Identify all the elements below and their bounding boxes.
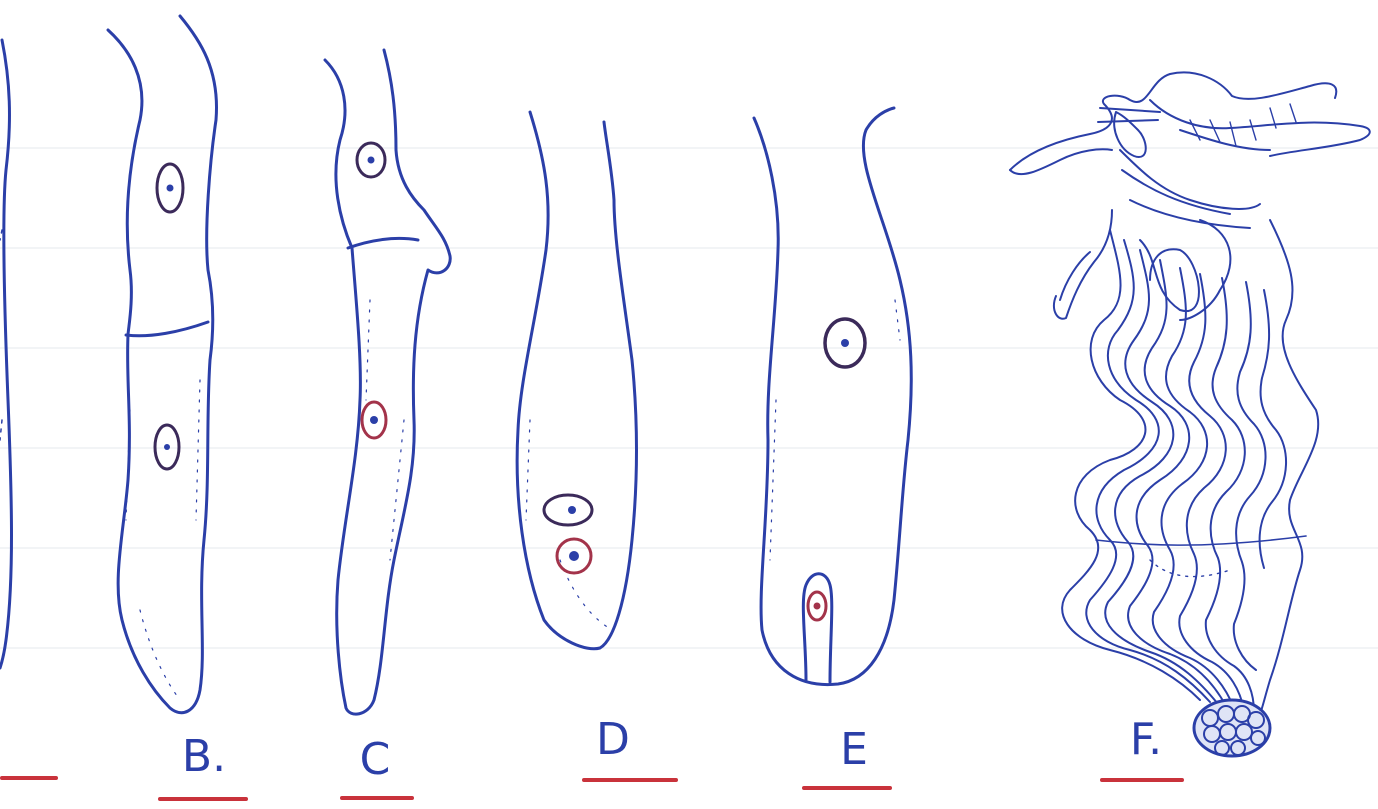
panel-label-b: B.	[182, 735, 226, 779]
panel-label-c: C	[360, 738, 391, 782]
panel-label-e: E	[840, 728, 868, 772]
cell-e-drawing	[754, 108, 911, 685]
underline-a	[0, 776, 58, 780]
cell-d-drawing	[517, 112, 636, 649]
tangled-filament-drawing	[1010, 72, 1370, 720]
cell-b-nuclei	[155, 164, 183, 469]
cell-b-drawing	[108, 16, 217, 713]
filament-knot-cluster	[1194, 700, 1270, 756]
cell-d-nuclei	[544, 495, 592, 573]
cell-c-drawing	[325, 50, 450, 714]
underline-f	[1100, 778, 1184, 782]
panel-label-f: F.	[1130, 718, 1162, 762]
underline-c	[340, 796, 414, 800]
cell-a-drawing	[0, 40, 12, 668]
underline-b	[158, 797, 248, 801]
panel-label-d: D	[596, 718, 630, 762]
underline-e	[802, 786, 892, 790]
underline-d	[582, 778, 678, 782]
